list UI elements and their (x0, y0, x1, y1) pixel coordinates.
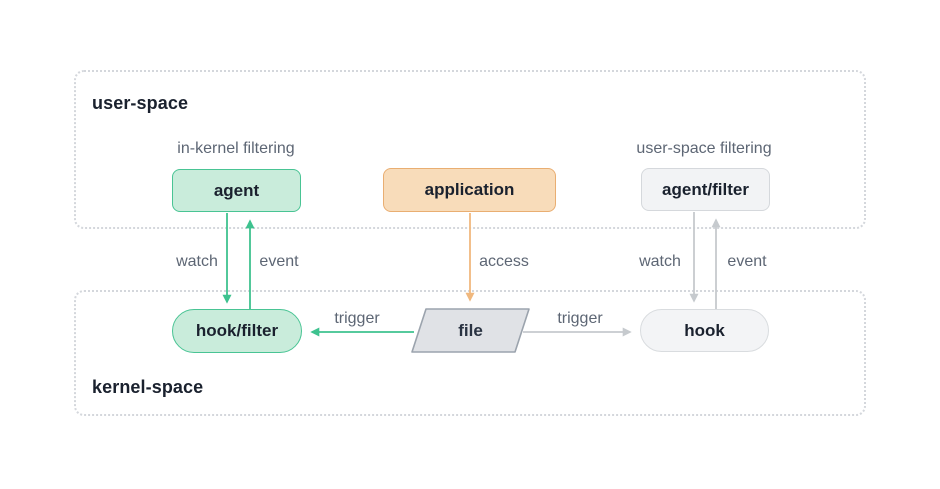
in-kernel-filtering-caption: in-kernel filtering (177, 140, 295, 157)
event-right-edge-label: event (727, 253, 767, 270)
trigger-right-edge-label: trigger (557, 310, 603, 327)
access-edge-label: access (479, 253, 529, 270)
user-space-filtering-caption: user-space filtering (636, 140, 772, 157)
hook-node: hook (640, 309, 769, 352)
trigger-left-edge-label: trigger (334, 310, 380, 327)
hook-filter-node: hook/filter (172, 309, 302, 353)
application-node: application (383, 168, 556, 212)
user-space-label: user-space (92, 93, 189, 113)
agent-filter-node: agent/filter (641, 168, 770, 211)
kernel-space-label: kernel-space (92, 377, 204, 397)
watch-left-edge-label: watch (176, 253, 218, 270)
agent-node: agent (172, 169, 301, 212)
event-left-edge-label: event (259, 253, 299, 270)
watch-right-edge-label: watch (639, 253, 681, 270)
file-node-label: file (458, 320, 483, 340)
